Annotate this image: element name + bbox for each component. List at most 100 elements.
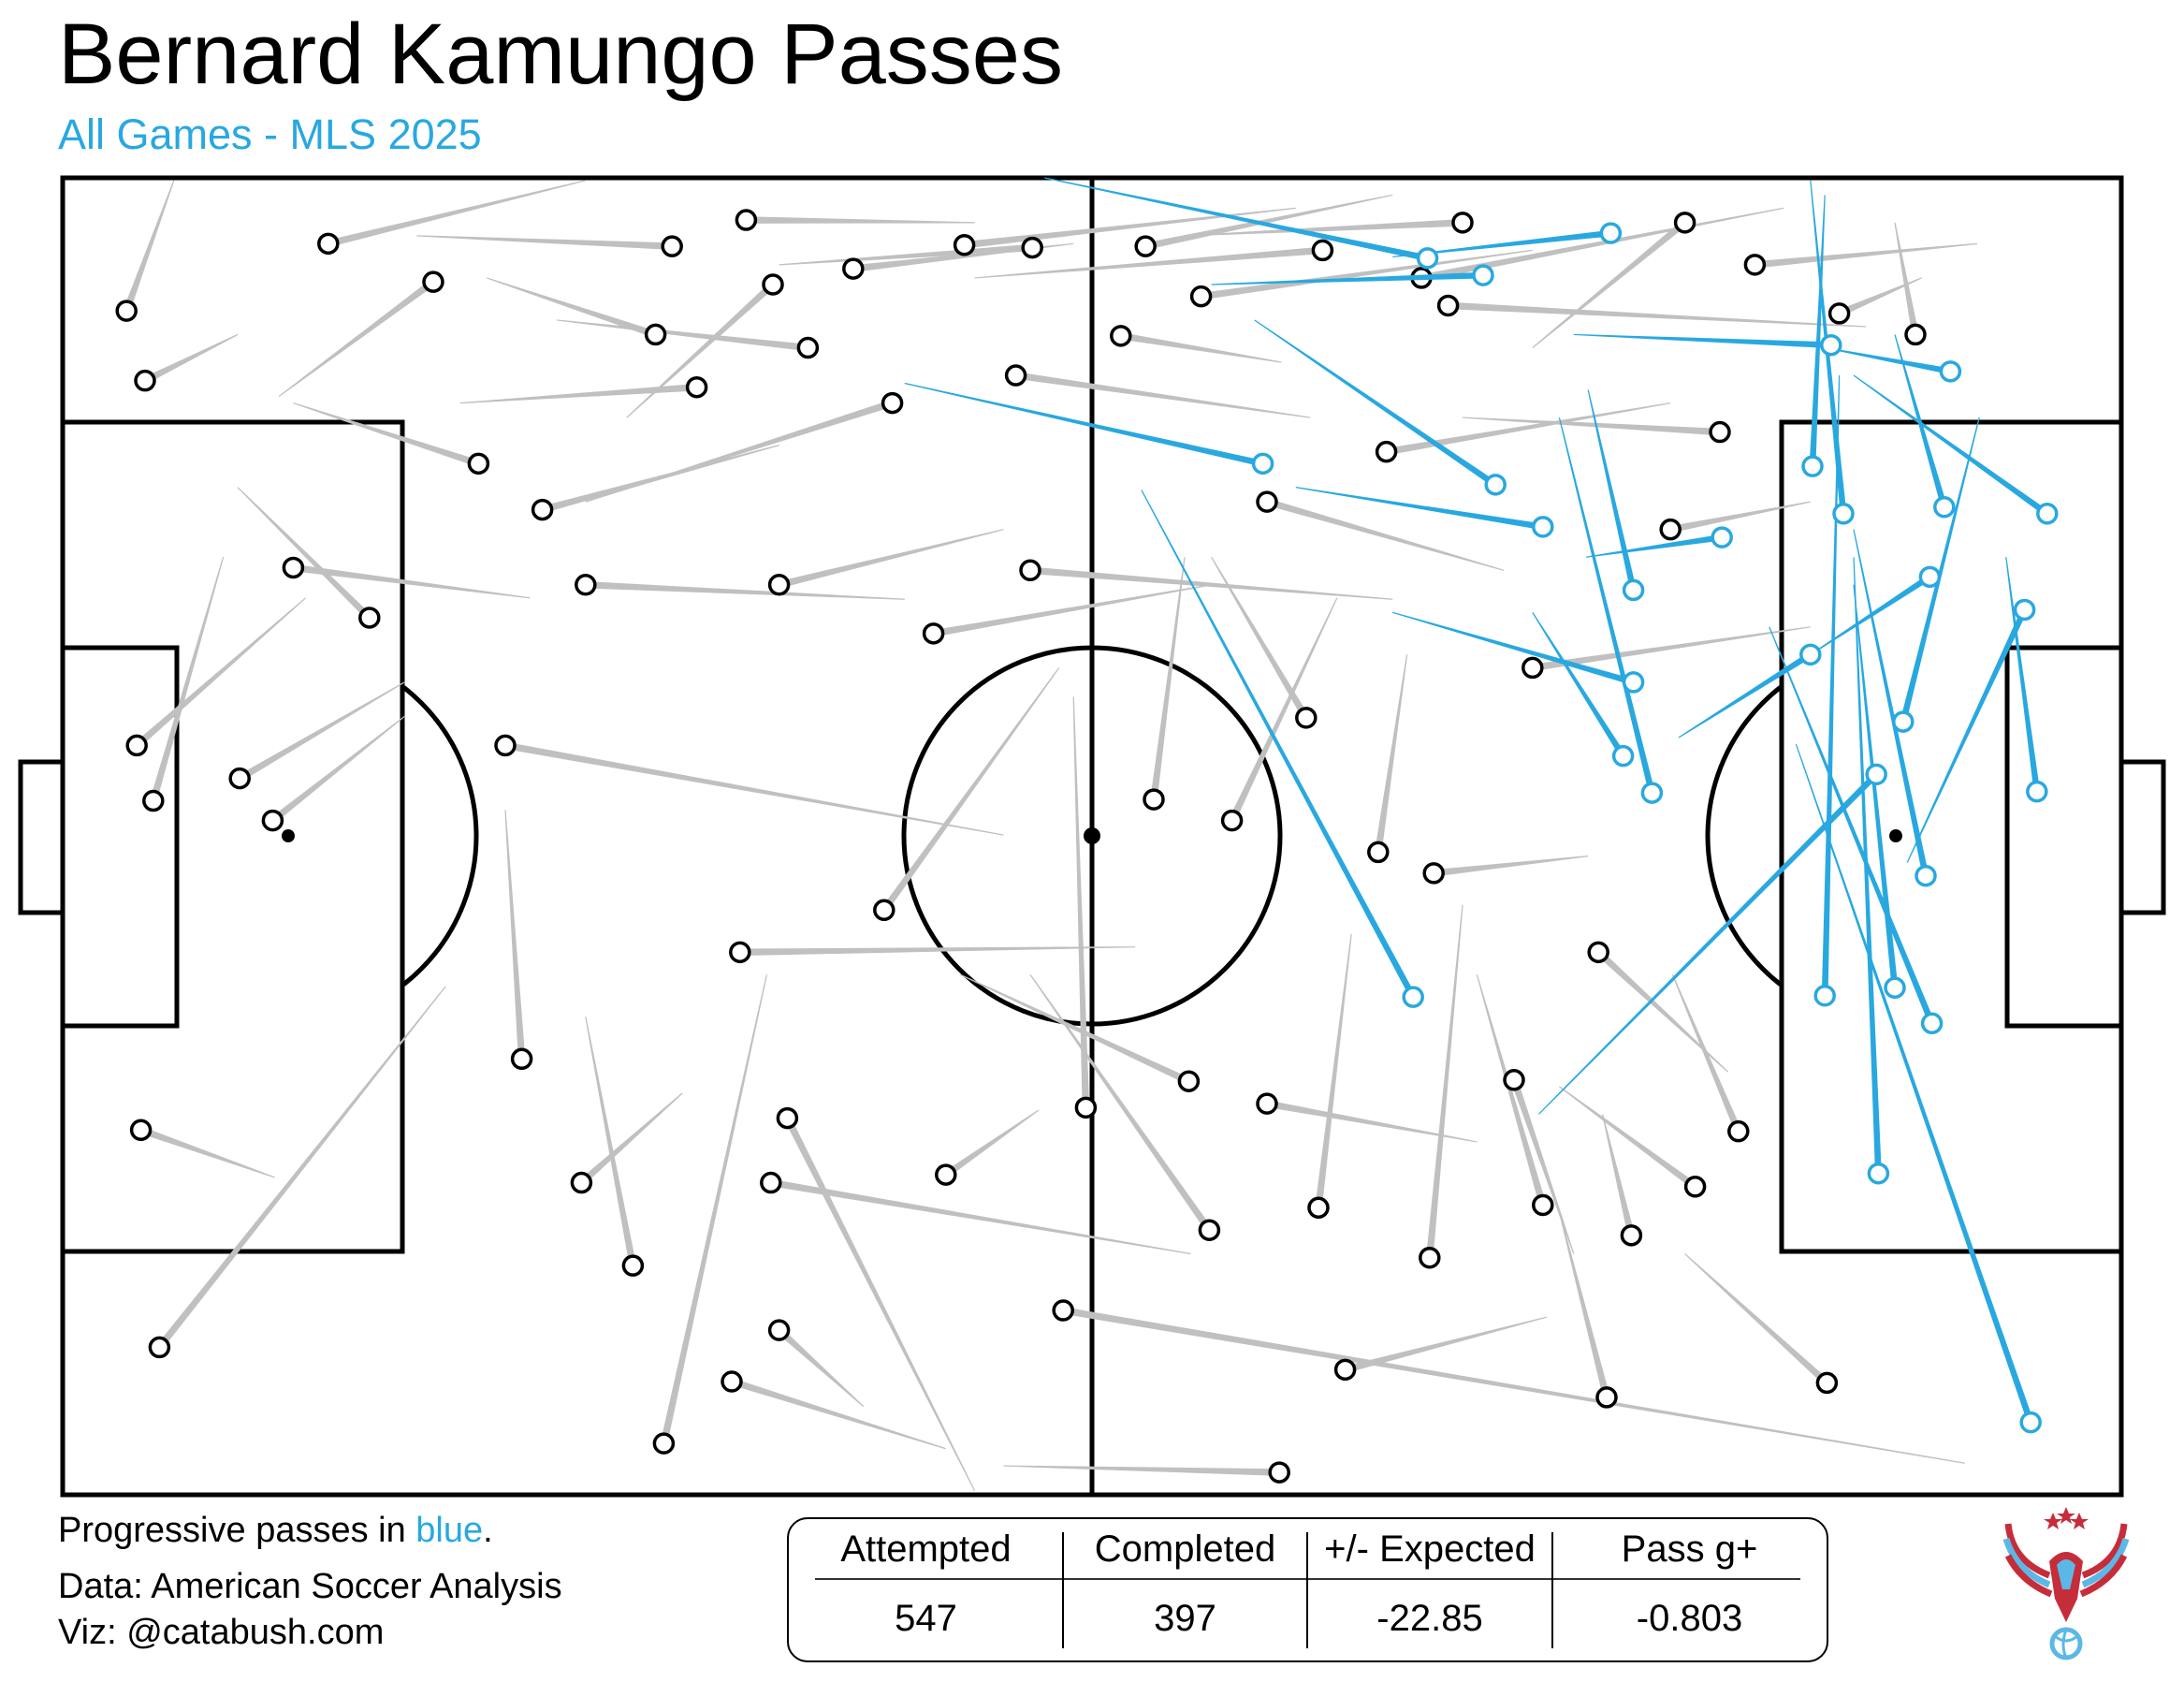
pass-end-marker — [1268, 1461, 1290, 1484]
pass-end-marker — [1134, 235, 1157, 257]
progressive-pass-line — [1853, 529, 1929, 877]
stats-table: Attempted 547 Completed 397 +/- Expected… — [787, 1517, 1828, 1662]
pass-line — [1669, 501, 1811, 534]
progressive-pass-end-marker — [2013, 598, 2036, 622]
progressive-pass-end-marker — [1622, 578, 1645, 602]
pass-line — [156, 986, 446, 1350]
progressive-pass-end-marker — [1472, 264, 1494, 286]
progressive-pass-end-marker — [1820, 333, 1842, 357]
pass-line — [1838, 277, 1922, 317]
pass-line — [237, 487, 372, 621]
progressive-pass-end-marker — [1933, 496, 1956, 519]
pass-end-marker — [1709, 420, 1731, 444]
pass-line — [1448, 301, 1867, 328]
progressive-pass-end-marker — [1622, 671, 1645, 694]
pass-end-marker — [1827, 302, 1851, 325]
pass-line — [777, 1327, 865, 1408]
progressive-pass-line — [1894, 334, 1948, 508]
pass-end-marker — [1436, 294, 1460, 317]
pass-end-marker — [261, 809, 284, 832]
progressive-pass-end-marker — [1939, 360, 1962, 383]
pass-line — [1184, 219, 1463, 237]
stat-header: Completed — [1094, 1528, 1276, 1570]
pass-line — [746, 216, 975, 224]
progressive-pass-line — [1853, 584, 1899, 988]
pass-line — [1754, 242, 1978, 269]
stat-header: Pass g+ — [1621, 1528, 1758, 1570]
pass-end-marker — [1021, 236, 1043, 259]
pass-end-marker — [1189, 285, 1213, 308]
pass-end-marker — [1375, 440, 1398, 463]
stat-attempted: Attempted 547 — [789, 1519, 1063, 1660]
pass-end-marker — [531, 498, 554, 521]
pass-end-marker — [1311, 239, 1334, 262]
chart-title: Bernard Kamungo Passes — [58, 7, 1063, 102]
left-goal — [18, 759, 66, 915]
pass-line — [1120, 332, 1282, 363]
pass-end-marker — [1367, 841, 1390, 864]
pass-line — [784, 1116, 976, 1492]
pass-end-marker — [1522, 656, 1544, 680]
stat-completed: Completed 397 — [1063, 1519, 1307, 1660]
center-spot — [1084, 827, 1100, 844]
progressive-pass-line — [1044, 177, 1429, 262]
pass-end-marker — [575, 574, 597, 596]
pass-line — [959, 973, 1191, 1085]
pass-line — [1602, 1114, 1636, 1236]
pass-line — [626, 282, 776, 418]
pass-end-marker — [1659, 518, 1682, 541]
pass-end-marker — [953, 234, 976, 256]
pass-end-marker — [1587, 941, 1609, 964]
pass-end-marker — [1683, 1176, 1707, 1198]
pass-line — [943, 1109, 1040, 1178]
pass-end-marker — [510, 1047, 533, 1071]
progressive-pass-line — [1821, 375, 1841, 996]
pass-line — [1462, 417, 1721, 436]
stat-value: -0.803 — [1636, 1598, 1743, 1639]
pass-end-marker — [1904, 323, 1927, 346]
stat-value: -22.85 — [1376, 1598, 1483, 1639]
pass-line — [578, 1092, 683, 1186]
progressive-pass-line — [904, 382, 1264, 467]
pass-end-marker — [685, 375, 708, 399]
pass-line — [1344, 1316, 1548, 1374]
pass-end-marker — [282, 556, 305, 579]
stat-header: +/- Expected — [1324, 1528, 1536, 1570]
pass-end-marker — [1052, 1299, 1074, 1322]
pass-line — [278, 279, 436, 398]
progressive-pass-line — [1795, 743, 2034, 1424]
progressive-pass-end-marker — [1251, 452, 1274, 475]
pass-end-marker — [1307, 1196, 1330, 1220]
pass-end-marker — [1419, 1246, 1441, 1269]
viz-credit: Viz: @catabush.com — [58, 1613, 385, 1652]
progressive-pass-end-marker — [2026, 780, 2048, 803]
column-divider — [1306, 1532, 1308, 1648]
left-penalty-spot — [282, 829, 295, 842]
progressive-pass-end-marker — [1402, 986, 1424, 1008]
progressive-pass-end-marker — [1640, 782, 1664, 804]
pass-line — [327, 180, 586, 248]
pass-line — [1375, 654, 1408, 853]
pitch-markings — [18, 175, 2166, 1498]
pass-end-marker — [1110, 325, 1132, 347]
pass-line — [556, 319, 808, 352]
pass-line — [293, 402, 480, 467]
progressive-passes — [904, 177, 2059, 1434]
progressive-pass-end-marker — [1416, 247, 1439, 270]
pass-end-marker — [1673, 212, 1696, 234]
pass-line — [1015, 372, 1311, 418]
pass-line — [1229, 597, 1338, 823]
progressive-pass-line — [1211, 271, 1484, 285]
data-source: Data: American Soccer Analysis — [58, 1567, 562, 1606]
pass-line — [1029, 566, 1393, 600]
pass-line — [585, 1017, 637, 1266]
pass-end-marker — [1743, 254, 1767, 276]
pass-end-marker — [1815, 1371, 1839, 1395]
stat-expected: +/- Expected -22.85 — [1307, 1519, 1552, 1660]
right-goal — [2118, 759, 2166, 915]
pass-end-marker — [842, 257, 865, 280]
progressive-pass-end-marker — [1884, 976, 1906, 1000]
pass-end-marker — [644, 323, 667, 346]
pass-end-marker — [1532, 1193, 1554, 1217]
pass-line — [1559, 1086, 1697, 1190]
